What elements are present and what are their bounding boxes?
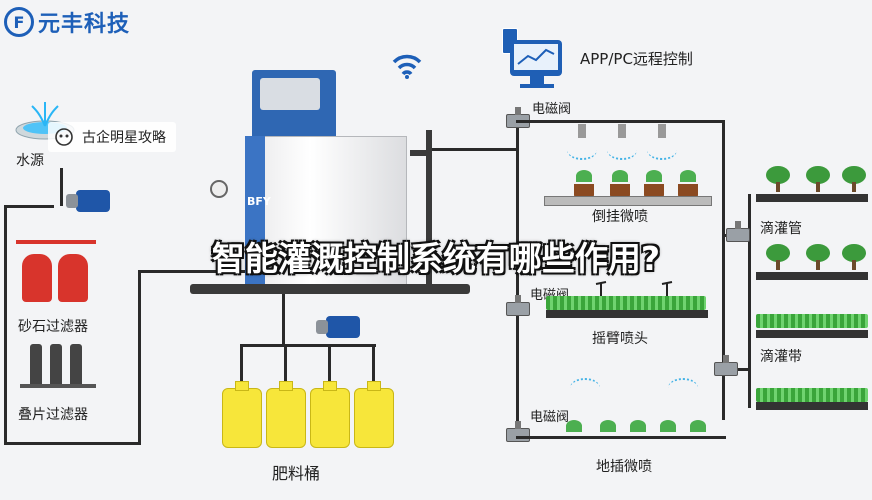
plant-icon [612, 170, 628, 182]
label-solenoid-valve: 电磁阀 [532, 102, 572, 117]
plant-icon [680, 170, 696, 182]
controller-stripe [245, 136, 265, 284]
plant-icon [660, 420, 676, 432]
water-spray-icon [567, 140, 597, 160]
fertilizer-tank-icon [310, 381, 350, 448]
tree-icon [842, 244, 866, 270]
monitor-icon [510, 40, 562, 76]
pipe-left-return [138, 270, 141, 445]
drip-pipe-bed [756, 194, 868, 202]
headline-caption: 智能灌溉控制系统有哪些作用? [211, 239, 661, 278]
fertilizer-pump-icon [316, 316, 360, 338]
label-drip-tape: 滴灌带 [760, 349, 802, 365]
solenoid-valve-icon [714, 355, 738, 376]
pressure-gauge-icon [210, 180, 228, 198]
controller-outlet [410, 150, 432, 156]
pipe-source-down [60, 168, 63, 206]
label-fertilizer-tank: 肥料桶 [272, 464, 321, 483]
controller-brand: BFY [247, 195, 271, 208]
label-rocker-sprinkler: 摇臂喷头 [592, 331, 648, 347]
tank-pipe-3 [328, 344, 331, 388]
app-logo-icon [55, 128, 73, 146]
pipe-to-controller [138, 270, 248, 273]
water-spray-icon [570, 378, 600, 398]
pipe-row-1 [516, 120, 724, 123]
drip-tape-bed [756, 402, 868, 410]
watermark: 古企明星攻略 [48, 122, 176, 152]
solenoid-valve-icon [506, 421, 530, 442]
drip-tape-bed [756, 330, 868, 338]
water-spray-icon [647, 140, 677, 160]
disc-filter-icon [70, 344, 82, 388]
label-solenoid-valve: 电磁阀 [530, 410, 570, 425]
disc-filter-icon [30, 344, 42, 388]
pump-icon [66, 190, 110, 212]
hanging-sprayer-icon [658, 124, 666, 138]
pipe-left-bottom [4, 442, 140, 445]
sand-filter-manifold [16, 240, 96, 244]
hanging-sprayer-icon [578, 124, 586, 138]
water-spray-icon [607, 140, 637, 160]
controller-outlet-riser [426, 130, 432, 290]
company-logo: F 元丰科技 [4, 6, 130, 38]
fertilizer-tank-icon [222, 381, 262, 448]
label-remote-control: APP/PC远程控制 [580, 50, 693, 68]
watermark-text: 古企明星攻略 [82, 130, 166, 146]
label-water-source: 水源 [16, 153, 44, 169]
pipe-right-trunk [516, 120, 519, 440]
sand-filter-icon [58, 254, 88, 302]
tree-icon [806, 244, 830, 270]
plant-icon [566, 420, 582, 432]
tree-icon [842, 166, 866, 192]
hanging-sprayer-icon [618, 124, 626, 138]
plant-shelf [544, 196, 712, 206]
tree-icon [766, 166, 790, 192]
controller-screen [260, 78, 320, 110]
pipe-left-top [4, 205, 54, 208]
plant-icon [600, 420, 616, 432]
plant-icon [646, 170, 662, 182]
controller-base-pipe [190, 284, 470, 294]
drip-tape-grass [756, 314, 868, 328]
rocker-sprinkler-icon [660, 280, 674, 296]
drip-pipe-bed [756, 272, 868, 280]
fertilizer-tank-icon [354, 381, 394, 448]
sand-filter-icon [22, 254, 52, 302]
pipe-far-right-trunk [748, 194, 751, 408]
pipe-left-vertical [4, 205, 7, 445]
tank-pipe-1 [240, 344, 243, 388]
fertilizer-manifold [240, 344, 376, 347]
plant-icon [576, 170, 592, 182]
pipe-right-return [722, 120, 725, 420]
drip-tape-grass [756, 388, 868, 402]
label-ground-micro-spray: 地插微喷 [596, 459, 652, 475]
plant-icon [630, 420, 646, 432]
tree-icon [766, 244, 790, 270]
solenoid-valve-icon [726, 221, 750, 242]
label-drip-pipe: 滴灌管 [760, 221, 802, 237]
fertilizer-tank-icon [266, 381, 306, 448]
monitor-base [520, 84, 554, 88]
label-inverted-micro-spray: 倒挂微喷 [592, 209, 648, 225]
plant-icon [690, 420, 706, 432]
solenoid-valve-icon [506, 295, 530, 316]
water-spray-icon [668, 378, 698, 398]
logo-mark-icon: F [4, 7, 34, 37]
tree-icon [806, 166, 830, 192]
pipe-row-2 [546, 310, 708, 318]
pipe-row-3 [516, 436, 726, 439]
label-disc-filter: 叠片过滤器 [18, 407, 88, 423]
fertilizer-riser [282, 294, 285, 346]
wifi-icon [392, 54, 422, 79]
logo-text: 元丰科技 [38, 12, 131, 37]
label-sand-filter: 砂石过滤器 [18, 319, 88, 335]
tank-pipe-4 [372, 344, 375, 388]
disc-filter-icon [50, 344, 62, 388]
disc-filter-manifold [20, 384, 96, 388]
tank-pipe-2 [284, 344, 287, 388]
monitor-stand [530, 76, 544, 84]
pipe-main-out [432, 148, 518, 151]
lawn-strip [546, 296, 706, 310]
rocker-sprinkler-icon [594, 280, 608, 296]
